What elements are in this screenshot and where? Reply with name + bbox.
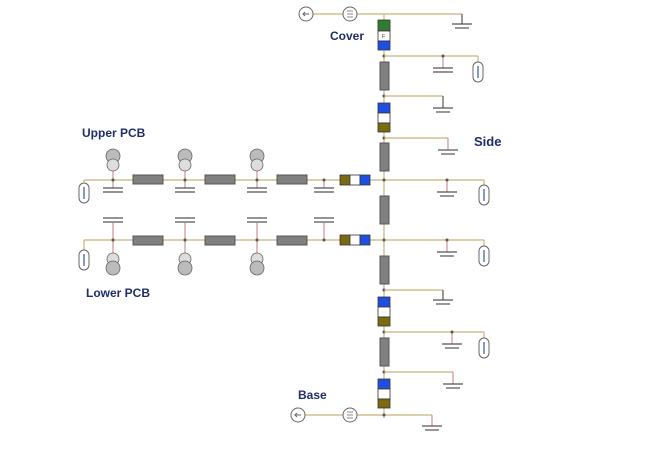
- lower-pcb-label: Lower PCB: [86, 286, 150, 300]
- heat-flow-source-icon[interactable]: [342, 6, 358, 22]
- thermal-mass-icon[interactable]: [105, 148, 121, 172]
- thermometer-icon[interactable]: [478, 245, 490, 267]
- cover-branch: [382, 54, 479, 73]
- side-branch-3: [382, 288, 453, 305]
- svg-text:F: F: [382, 34, 385, 40]
- cover-label: Cover: [330, 29, 364, 43]
- upper-pcb-label: Upper PCB: [82, 126, 146, 140]
- cover-block[interactable]: F: [377, 19, 391, 51]
- resistor-icon[interactable]: [379, 195, 390, 225]
- convection-block-icon[interactable]: [339, 174, 371, 186]
- thermometer-icon[interactable]: [472, 61, 484, 83]
- ground-icon: [422, 415, 442, 431]
- convection-block-icon[interactable]: [377, 378, 391, 409]
- thermometer-icon[interactable]: [478, 337, 490, 359]
- convection-block-icon[interactable]: [377, 102, 391, 133]
- resistor-icon[interactable]: [276, 174, 308, 185]
- side-branch-5: [382, 370, 463, 389]
- thermal-mass-icon[interactable]: [249, 148, 265, 172]
- resistor-icon[interactable]: [132, 235, 164, 246]
- resistor-icon[interactable]: [379, 255, 390, 285]
- side-label: Side: [474, 134, 501, 149]
- side-branch-1: [382, 94, 453, 113]
- temperature-source-icon[interactable]: [298, 6, 314, 22]
- capacitor-icon: [175, 187, 195, 193]
- resistor-icon[interactable]: [204, 174, 236, 185]
- thermal-mass-icon[interactable]: [177, 252, 193, 276]
- ground-icon: [452, 14, 472, 29]
- resistor-icon[interactable]: [379, 337, 390, 367]
- thermometer-icon[interactable]: [78, 249, 90, 271]
- upper-side-branch: [437, 178, 485, 197]
- resistor-icon[interactable]: [379, 142, 390, 172]
- lower-capacitors-top: [103, 217, 334, 223]
- thermal-mass-icon[interactable]: [105, 252, 121, 276]
- thermal-mass-icon[interactable]: [249, 252, 265, 276]
- resistor-icon[interactable]: [379, 61, 390, 91]
- thermometer-icon[interactable]: [78, 182, 90, 204]
- resistor-icon[interactable]: [276, 235, 308, 246]
- convection-block-icon[interactable]: [377, 296, 391, 327]
- capacitor-icon: [314, 187, 334, 193]
- thermal-mass-icon[interactable]: [177, 148, 193, 172]
- lower-side-branch: [437, 238, 485, 257]
- side-branch-2: [382, 136, 458, 155]
- capacitor-icon: [247, 187, 267, 193]
- resistor-icon[interactable]: [204, 235, 236, 246]
- temperature-source-icon[interactable]: [290, 407, 306, 423]
- heat-flow-source-icon[interactable]: [342, 407, 358, 423]
- thermometer-icon[interactable]: [478, 184, 490, 206]
- capacitor-icon: [103, 187, 123, 193]
- base-label: Base: [298, 388, 327, 402]
- convection-block-icon[interactable]: [339, 234, 371, 246]
- resistor-icon[interactable]: [132, 174, 164, 185]
- side-branch-4: [382, 330, 485, 349]
